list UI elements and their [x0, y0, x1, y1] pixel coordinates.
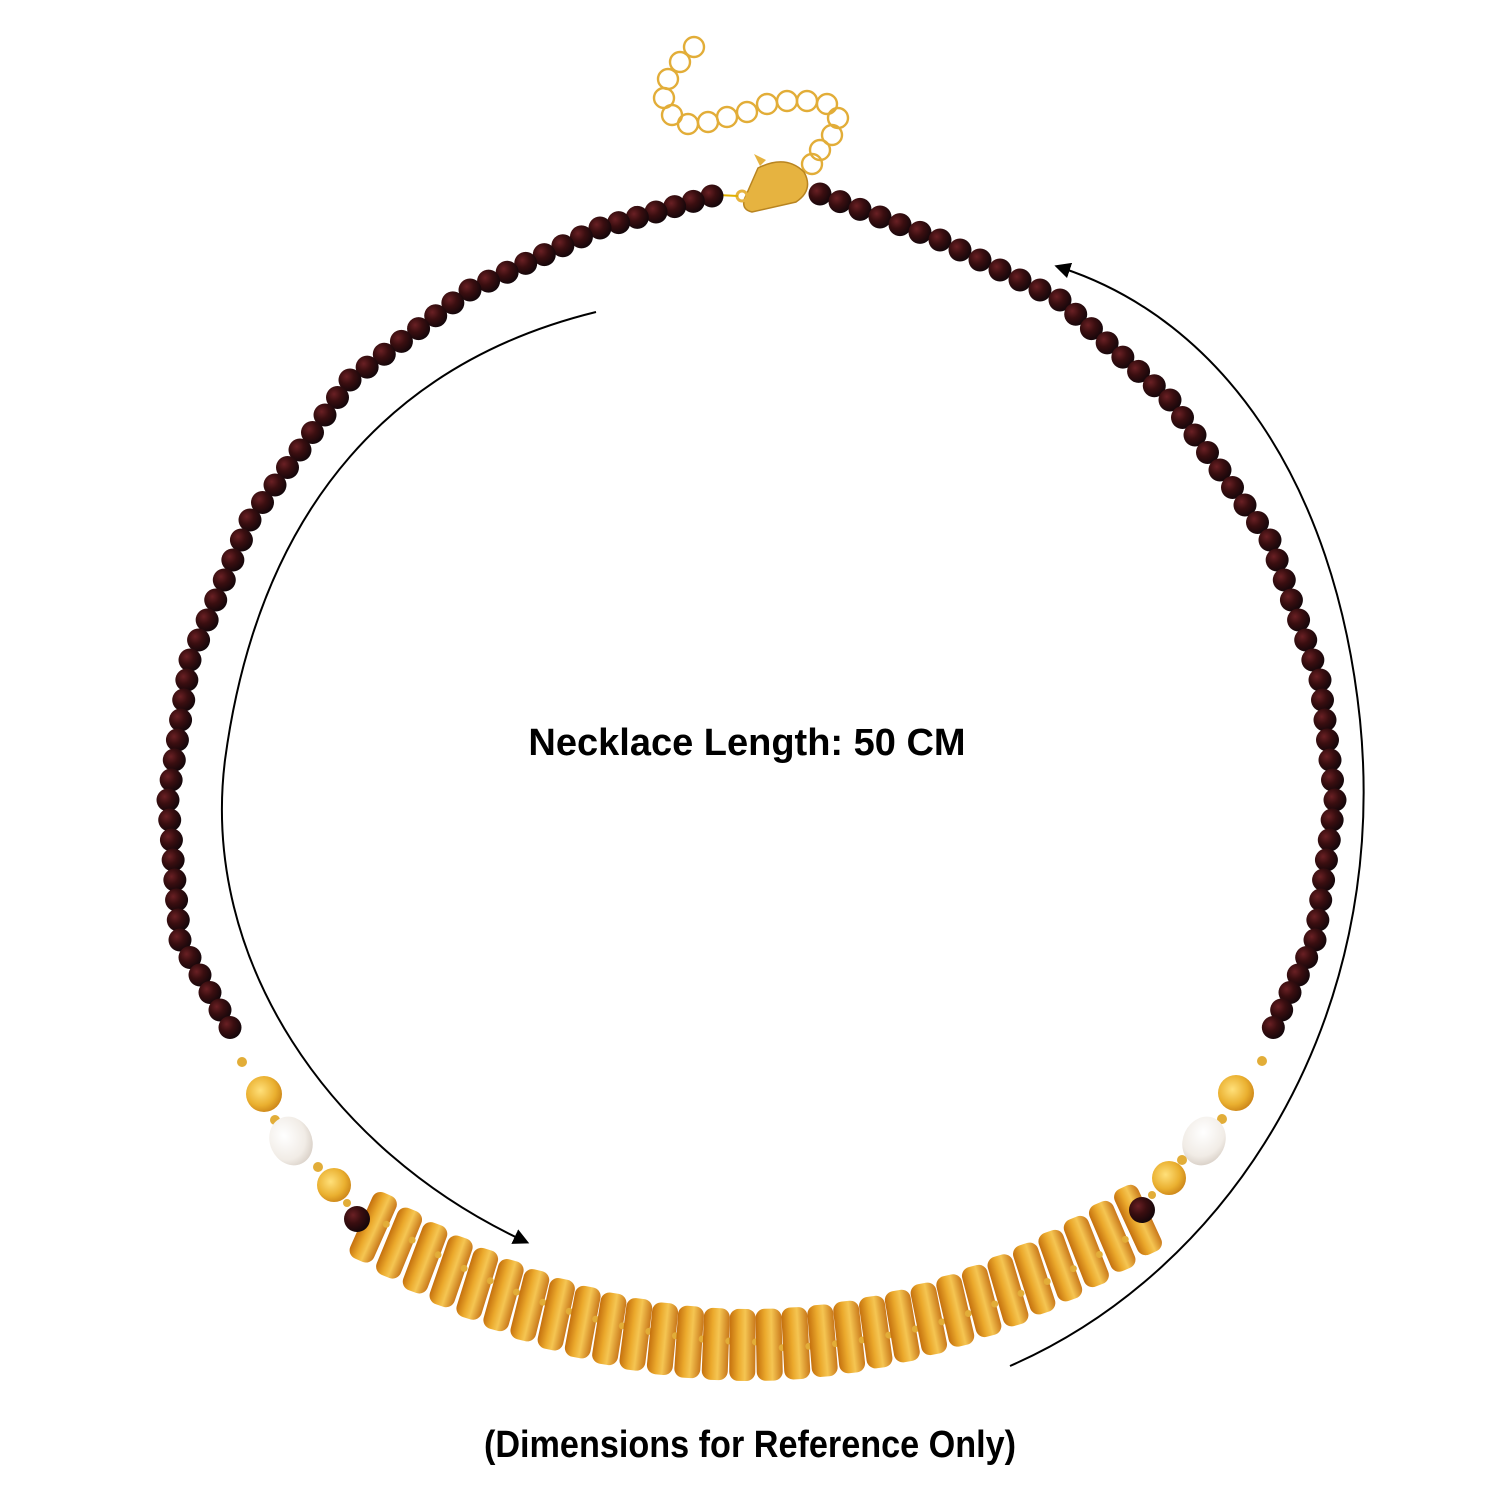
extender-chain — [652, 35, 850, 176]
pearl-left — [269, 1116, 313, 1166]
lobster-clasp-icon — [717, 154, 809, 213]
left-measure-arrow-icon — [220, 311, 597, 1244]
right-measure-arrow-icon — [1009, 262, 1365, 1367]
necklace-length-label: Necklace Length: 50 CM — [528, 722, 966, 764]
right-accent-beads — [1129, 1056, 1267, 1223]
pearl-right — [1182, 1116, 1226, 1166]
left-accent-beads — [237, 1057, 370, 1232]
dark-amber-beads — [156, 182, 1347, 1039]
dimensions-disclaimer: (Dimensions for Reference Only) — [483, 1424, 1017, 1466]
